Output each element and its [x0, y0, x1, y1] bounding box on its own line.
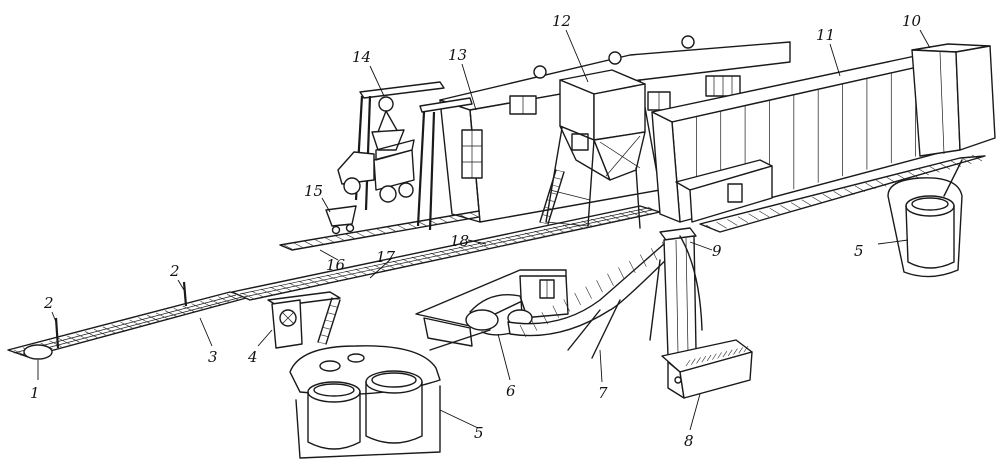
cart-15: [325, 205, 357, 235]
gantry-crane-14: [354, 81, 473, 231]
tank-5-right: [887, 159, 963, 278]
label-14: 14: [352, 48, 371, 66]
rail-track-left: [7, 281, 251, 360]
label-1: 1: [30, 384, 40, 402]
label-2a: 2: [43, 294, 54, 312]
crusher-6: [429, 294, 533, 351]
leader-lines: [37, 29, 931, 431]
label-16: 16: [326, 256, 346, 274]
rail-post-left: [54, 317, 60, 349]
label-3: 3: [208, 348, 218, 366]
hopper-tower-12: [539, 69, 646, 229]
label-15: 15: [304, 182, 323, 200]
rail-track-main: [231, 203, 661, 301]
label-11: 11: [816, 26, 835, 44]
turntable-1: [23, 344, 53, 360]
label-10: 10: [902, 12, 922, 30]
tower-9: [659, 227, 703, 357]
label-9: 9: [712, 242, 722, 260]
label-7: 7: [598, 384, 608, 402]
truck: [337, 139, 415, 203]
label-4: 4: [247, 348, 258, 366]
label-5a: 5: [474, 424, 484, 442]
callout-labels: 1 2 2 3 4 5 5 6 7 8 9 10 11 12 13 14 15 …: [30, 12, 922, 450]
label-6: 6: [506, 382, 516, 400]
wagon-8: [661, 339, 753, 399]
label-18: 18: [450, 232, 469, 250]
label-2b: 2: [169, 262, 180, 280]
tanks-5-bottom: [289, 345, 441, 459]
label-12: 12: [552, 12, 571, 30]
platform-bin-4: [267, 291, 341, 349]
label-8: 8: [684, 432, 694, 450]
label-13: 13: [448, 46, 467, 64]
label-17: 17: [376, 248, 396, 266]
gallery-11: [651, 43, 996, 233]
label-5b: 5: [854, 242, 864, 260]
rail-post-right: [182, 281, 188, 307]
